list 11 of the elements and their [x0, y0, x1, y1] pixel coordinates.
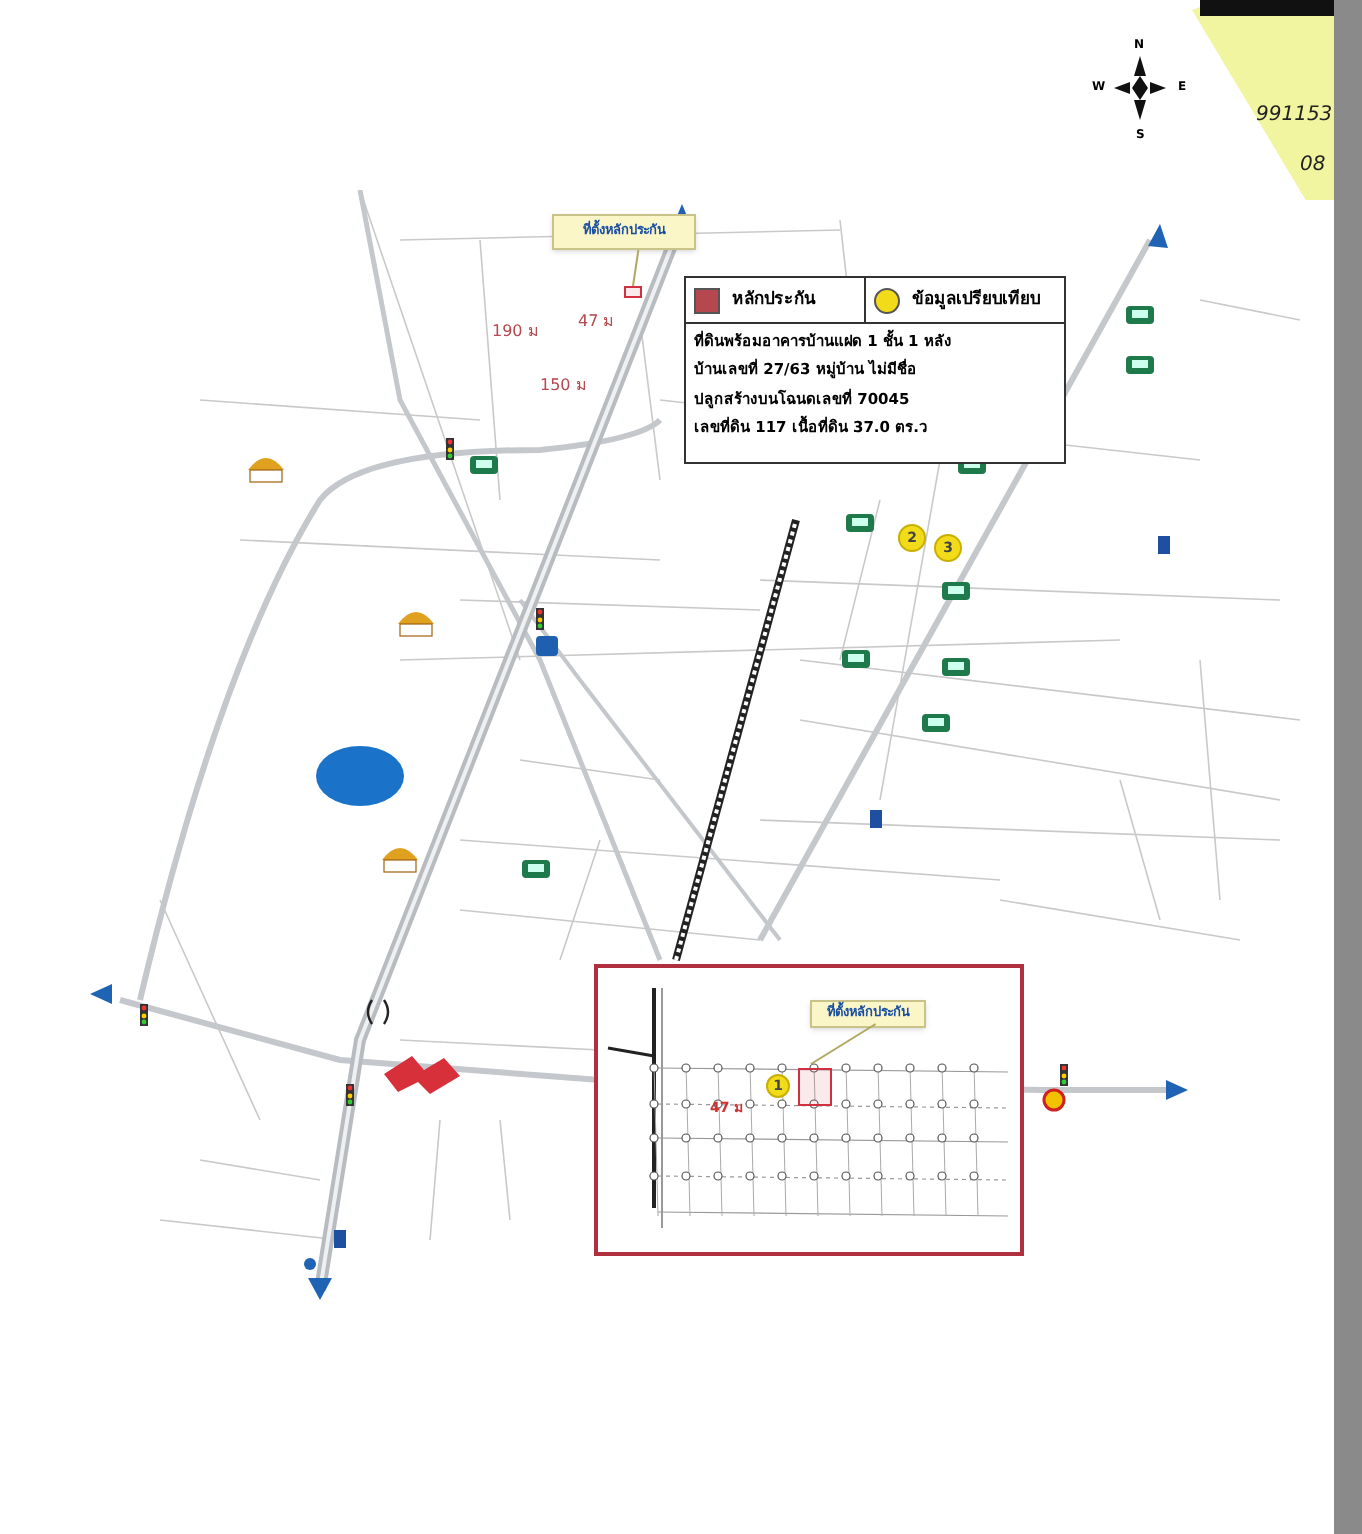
leader-line — [810, 1023, 877, 1065]
property-marker — [798, 1068, 832, 1106]
note-text: 08 — [1300, 152, 1326, 180]
leader-line — [632, 249, 640, 287]
legend-text: ข้อมูลเปรียบเทียบ — [912, 287, 1040, 313]
distance-label: 190 ม — [492, 320, 538, 344]
distance-label: 150 ม — [540, 374, 586, 398]
property-marker — [624, 286, 642, 298]
legend-text: หลักประกัน — [732, 287, 816, 313]
distance-label: 47 ม — [578, 310, 614, 334]
note-text: 991153 — [1256, 102, 1333, 130]
